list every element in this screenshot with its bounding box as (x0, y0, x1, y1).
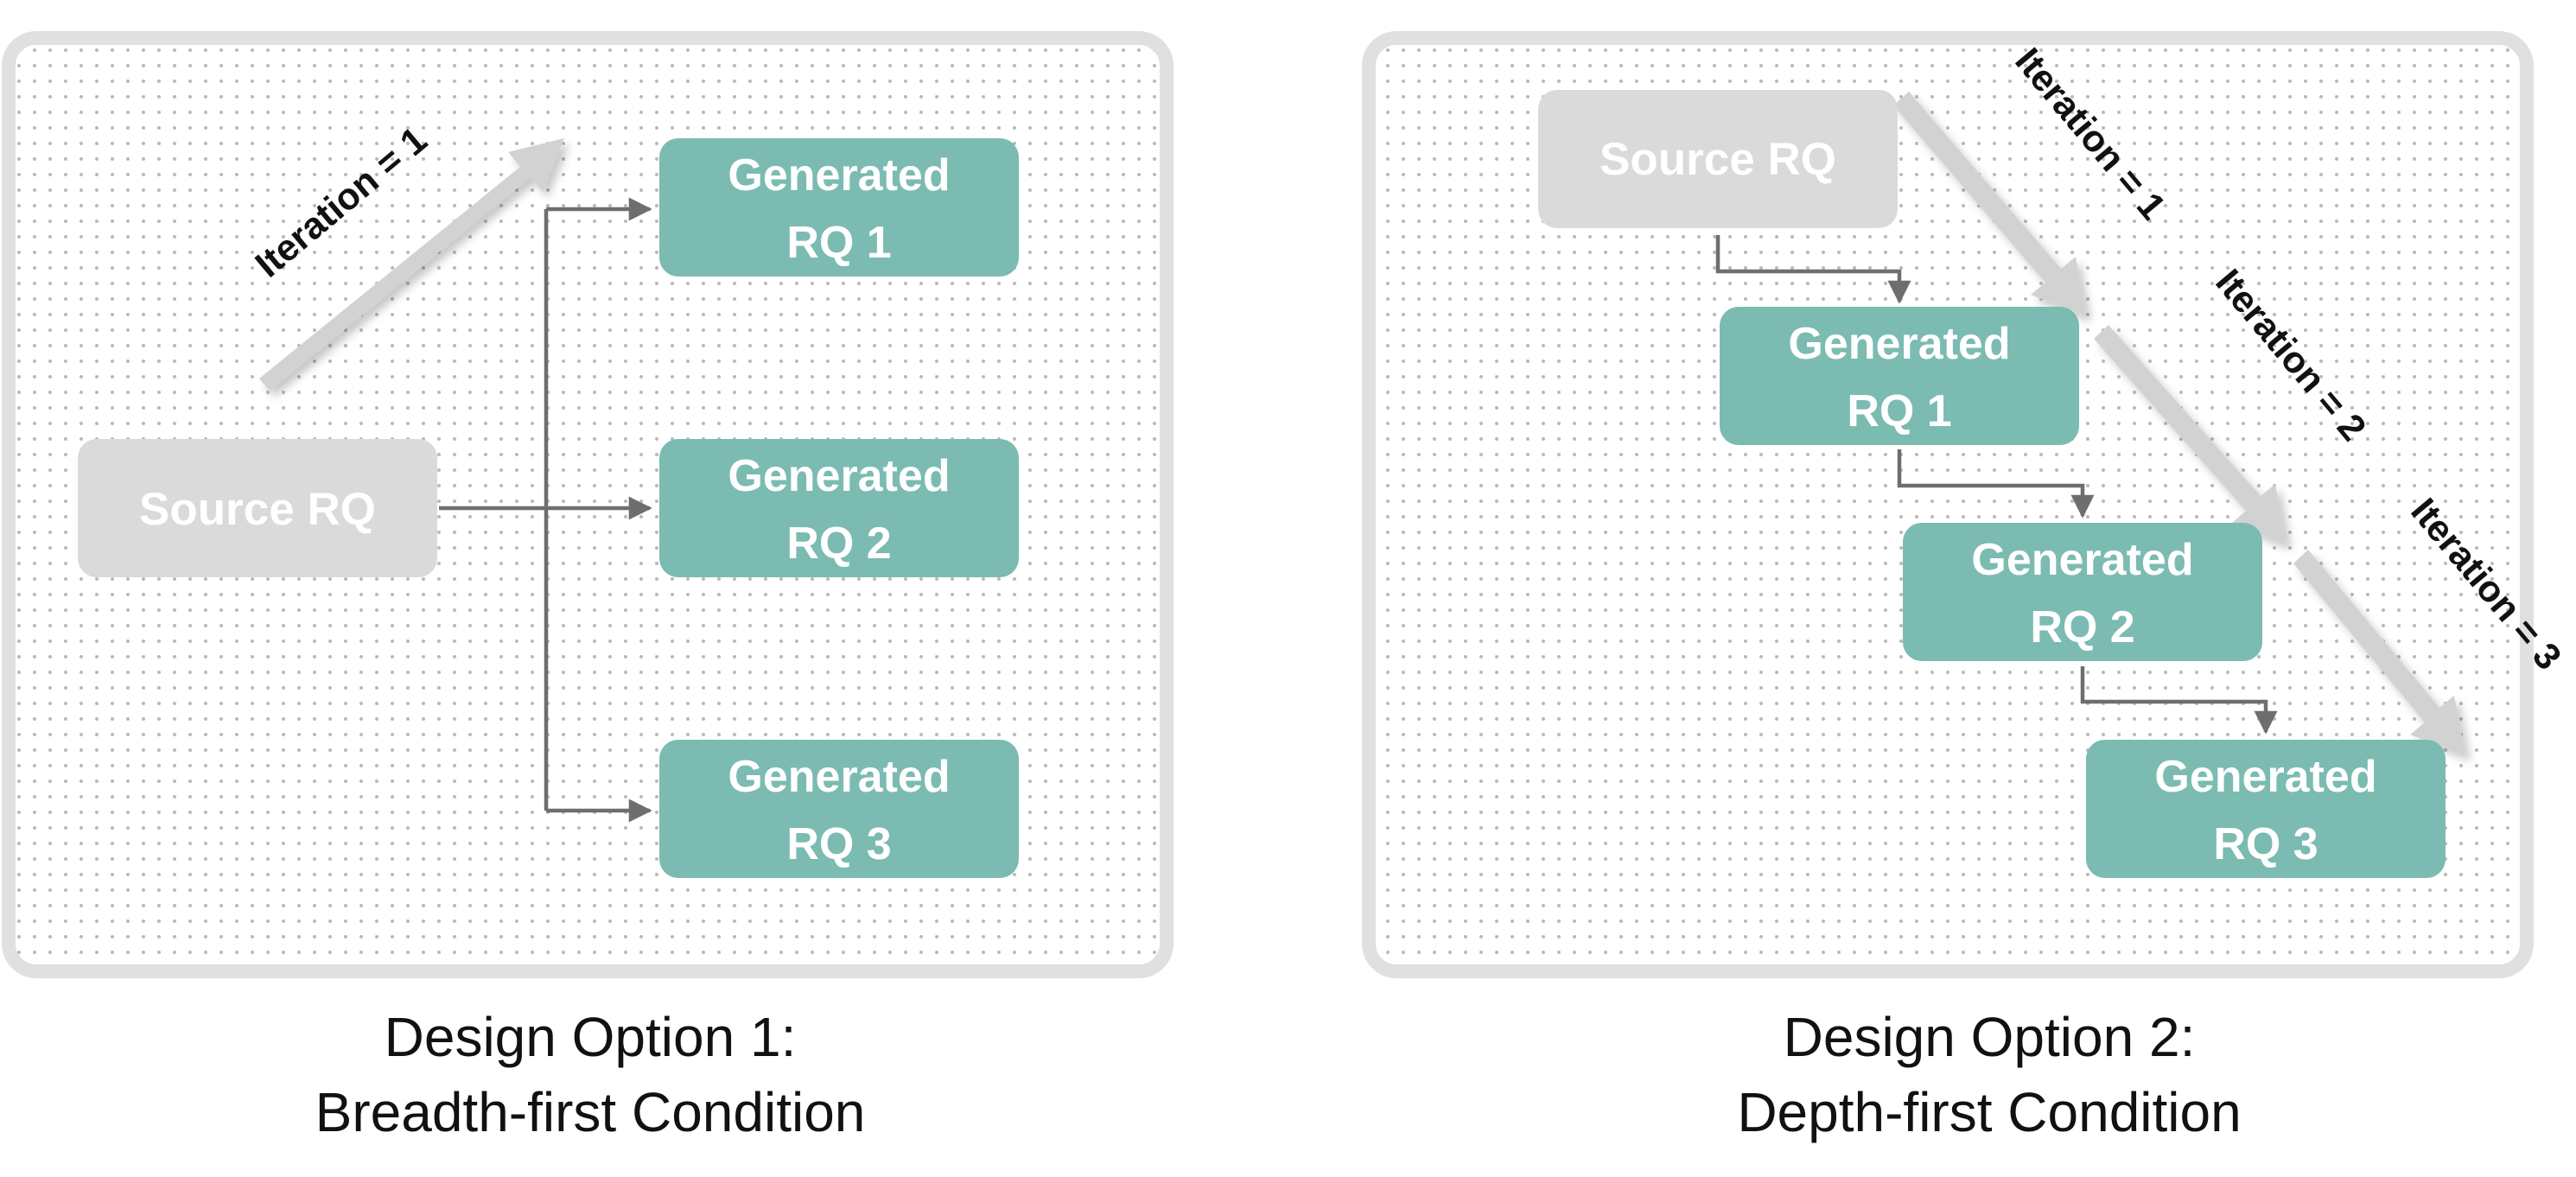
generated-rq-2-line2: RQ 2 (786, 519, 891, 569)
generated-rq-3-line2: RQ 3 (786, 819, 891, 869)
generated-rq-3-line1: Generated (2154, 752, 2376, 802)
iteration-arrow-2 (2094, 325, 2287, 544)
source-rq-box: Source RQ (78, 439, 437, 577)
generated-rq-2-line1: Generated (1971, 535, 2193, 585)
generated-rq-2-line2: RQ 2 (2030, 602, 2134, 652)
caption-line1: Design Option 1: (385, 1006, 797, 1068)
source-rq-label: Source RQ (1600, 134, 1836, 185)
iteration-arrow (259, 138, 564, 391)
caption-line1: Design Option 2: (1784, 1006, 2196, 1068)
source-rq-label: Source RQ (139, 484, 376, 535)
connectors (439, 197, 652, 823)
panel-background (1362, 31, 2534, 978)
iteration-arrow-1 (1893, 92, 2086, 316)
generated-rq-2-box: Generated RQ 2 (1903, 523, 2262, 661)
generated-rq-3-box: Generated RQ 3 (659, 740, 1019, 878)
generated-rq-1-box: Generated RQ 1 (1720, 307, 2079, 445)
caption-line2: Depth-first Condition (1737, 1081, 2241, 1143)
generated-rq-2-box: Generated RQ 2 (659, 439, 1019, 577)
panel-depth-first: Iteration = 1 Iteration = 2 Iteration = … (1362, 31, 2569, 1143)
connectors (1715, 235, 2278, 735)
generated-rq-1-line1: Generated (728, 150, 950, 200)
iteration-arrow-3 (2293, 550, 2465, 755)
generated-rq-3-line1: Generated (728, 752, 950, 802)
generated-rq-1-line2: RQ 1 (786, 218, 891, 268)
generated-rq-3-line2: RQ 3 (2213, 819, 2318, 869)
caption-line2: Breadth-first Condition (315, 1081, 866, 1143)
panel-breadth-first: Iteration = 1 Source RQ Generated RQ 1 G… (2, 31, 1174, 1143)
generated-rq-1-line1: Generated (1788, 319, 2010, 369)
generated-rq-2-line1: Generated (728, 451, 950, 501)
generated-rq-1-box: Generated RQ 1 (659, 138, 1019, 277)
generated-rq-3-box: Generated RQ 3 (2086, 740, 2446, 878)
source-rq-box: Source RQ (1538, 90, 1898, 228)
generated-rq-1-line2: RQ 1 (1847, 386, 1951, 436)
